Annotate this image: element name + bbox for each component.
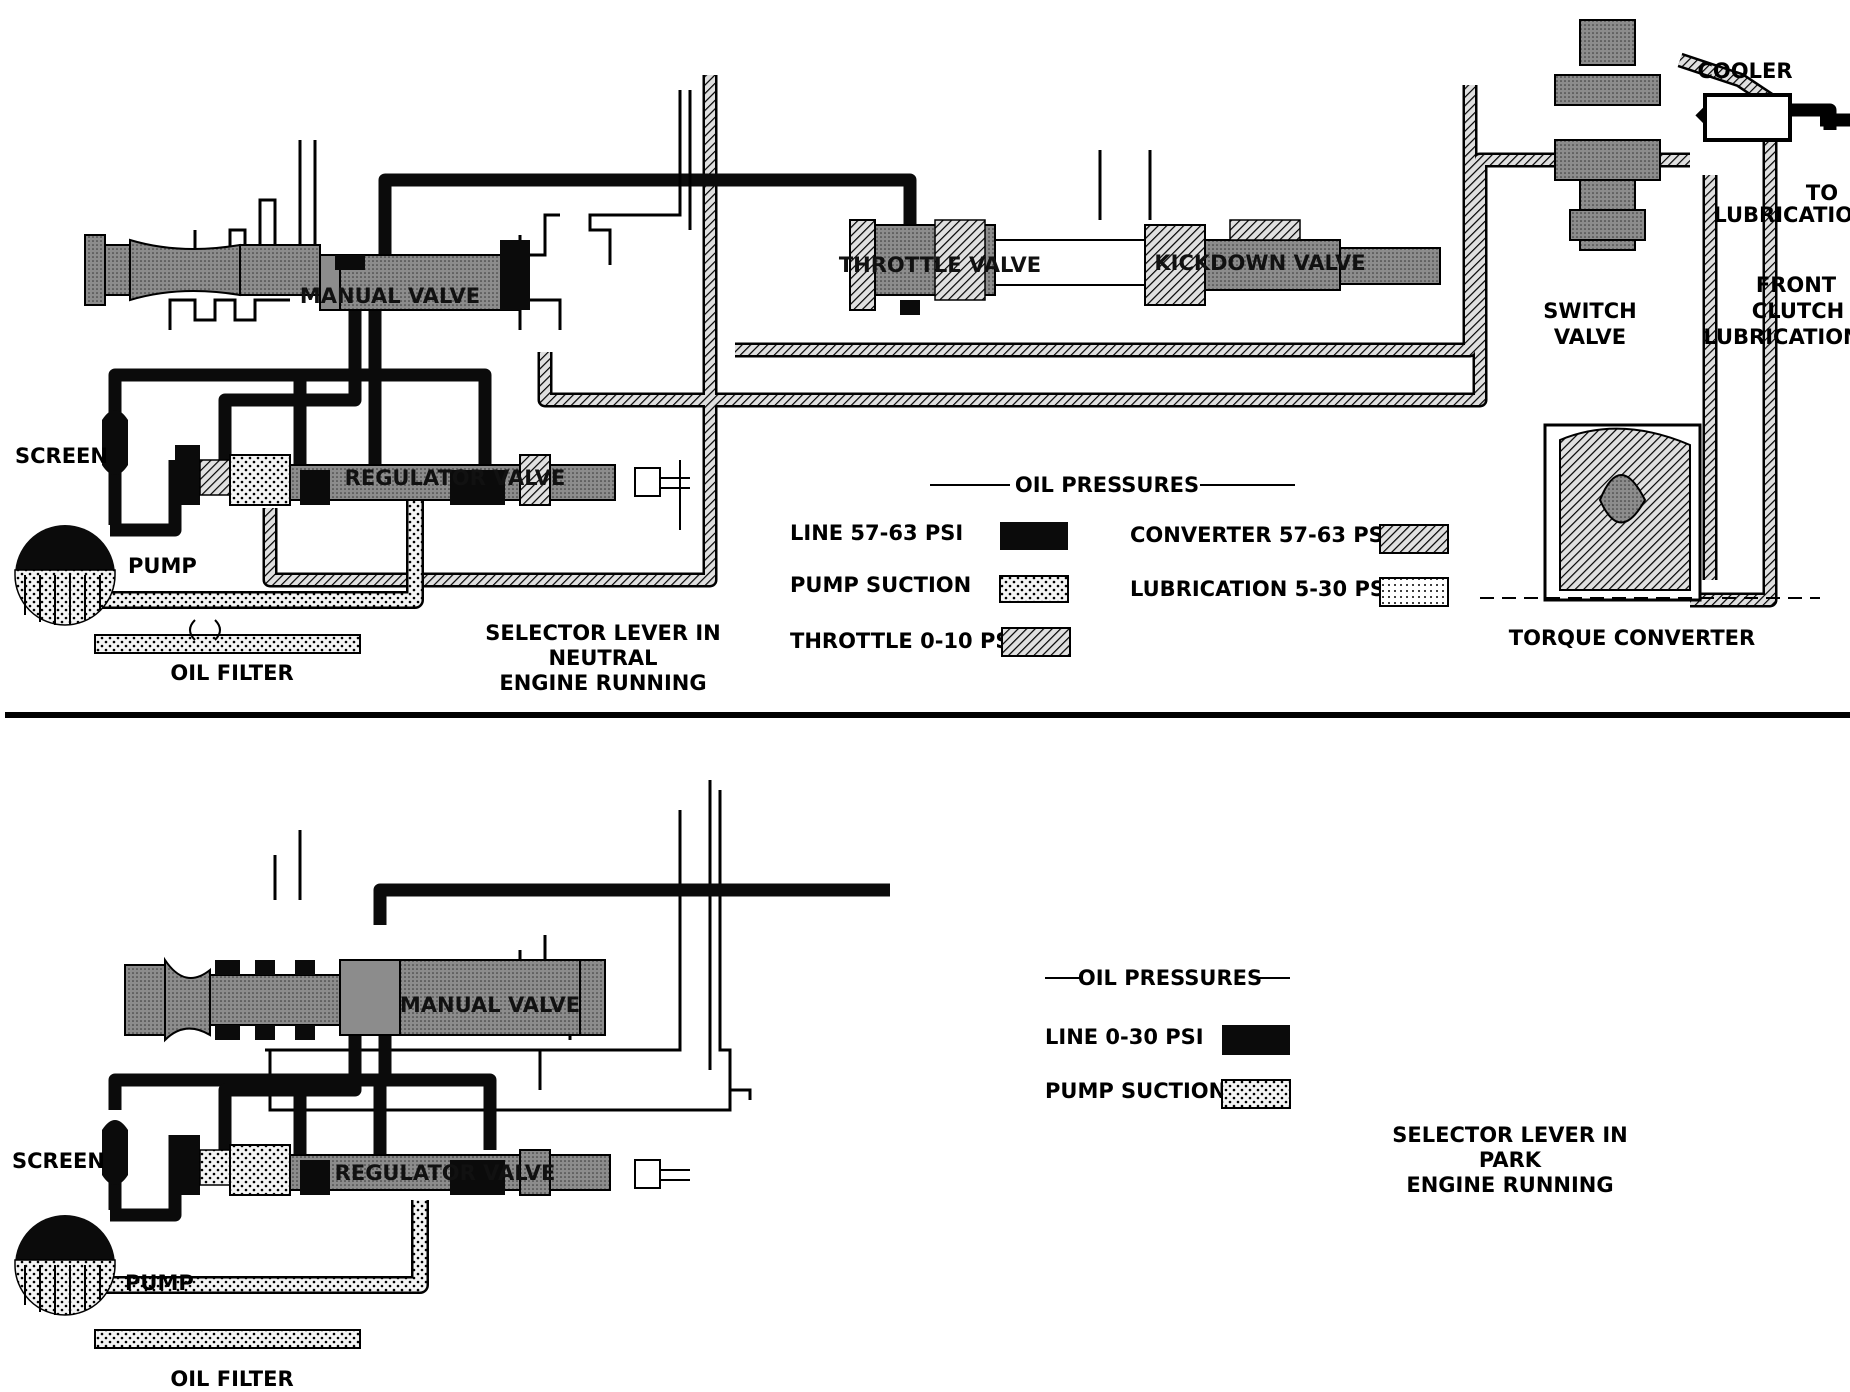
front-clutch-label-1: FRONT xyxy=(1756,273,1837,297)
bottom-regulator-valve xyxy=(175,1135,690,1196)
bottom-diagram: MANUAL VALVE REGULATOR VALVE SCREEN PUMP… xyxy=(12,780,1628,1391)
top-legend-title: OIL PRESSURES xyxy=(1015,473,1199,497)
bottom-manual-valve-label: MANUAL VALVE xyxy=(400,993,580,1017)
kickdown-valve-label: KICKDOWN VALVE xyxy=(1154,251,1365,275)
top-caption: SELECTOR LEVER IN NEUTRAL ENGINE RUNNING xyxy=(485,621,720,695)
bottom-legend-suction-label: PUMP SUCTION xyxy=(1045,1079,1226,1103)
legend-lubrication-label: LUBRICATION 5-30 PSI xyxy=(1130,577,1393,601)
screen xyxy=(102,410,128,475)
bottom-caption-line-2: PARK xyxy=(1479,1148,1542,1172)
bottom-caption: SELECTOR LEVER IN PARK ENGINE RUNNING xyxy=(1392,1123,1627,1197)
bottom-manual-valve-spool xyxy=(124,956,606,1043)
torque-converter-label: TORQUE CONVERTER xyxy=(1509,626,1755,650)
legend-throttle-swatch xyxy=(1001,627,1071,657)
bottom-legend-line-label: LINE 0-30 PSI xyxy=(1045,1025,1204,1049)
cooler xyxy=(1703,93,1792,142)
bottom-legend-title: OIL PRESSURES xyxy=(1078,966,1262,990)
bottom-legend-suction-swatch xyxy=(1221,1079,1291,1109)
front-clutch-label-2: CLUTCH xyxy=(1752,299,1844,323)
manual-valve-spool xyxy=(84,234,530,311)
top-legend: OIL PRESSURES LINE 57-63 PSI PUMP SUCTIO… xyxy=(790,473,1449,657)
section-divider xyxy=(5,712,1850,718)
bottom-legend: OIL PRESSURES LINE 0-30 PSI PUMP SUCTION xyxy=(1045,966,1291,1109)
legend-lubrication-swatch xyxy=(1379,577,1449,607)
regulator-valve xyxy=(175,445,690,530)
throttle-valve-label: THROTTLE VALVE xyxy=(839,253,1041,277)
oil-filter-label: OIL FILTER xyxy=(170,661,293,685)
legend-suction-swatch xyxy=(999,575,1069,603)
top-caption-line-1: SELECTOR LEVER IN xyxy=(485,621,720,645)
legend-throttle-label: THROTTLE 0-10 PSI xyxy=(790,629,1018,653)
legend-converter-label: CONVERTER 57-63 PSI xyxy=(1130,523,1392,547)
legend-line-label: LINE 57-63 PSI xyxy=(790,521,963,545)
bottom-legend-line-swatch xyxy=(1222,1025,1290,1055)
bottom-screen xyxy=(102,1120,128,1185)
bottom-pump-label: PUMP xyxy=(125,1271,194,1295)
pump-label: PUMP xyxy=(128,554,197,578)
bottom-screen-label: SCREEN xyxy=(12,1149,105,1173)
screen-label: SCREEN xyxy=(15,444,108,468)
front-clutch-label-3: LUBRICATION xyxy=(1703,325,1850,349)
to-lubrication-label-2: LUBRICATION xyxy=(1713,203,1850,227)
to-lubrication-label-1: TO xyxy=(1806,181,1838,205)
manual-valve-label: MANUAL VALVE xyxy=(300,284,480,308)
bottom-pump xyxy=(14,1215,116,1316)
bottom-oil-filter-label: OIL FILTER xyxy=(170,1367,293,1391)
switch-valve-label-2: VALVE xyxy=(1554,325,1626,349)
bottom-caption-line-1: SELECTOR LEVER IN xyxy=(1392,1123,1627,1147)
throttle-kickdown-valve xyxy=(849,219,1441,315)
bottom-regulator-valve-label: REGULATOR VALVE xyxy=(335,1161,556,1185)
oil-filter xyxy=(94,634,361,654)
torque-converter xyxy=(1480,423,1820,602)
bottom-caption-line-3: ENGINE RUNNING xyxy=(1406,1173,1613,1197)
top-caption-line-3: ENGINE RUNNING xyxy=(499,671,706,695)
top-caption-line-2: NEUTRAL xyxy=(548,646,657,670)
legend-converter-swatch xyxy=(1379,524,1449,554)
regulator-valve-label: REGULATOR VALVE xyxy=(345,466,566,490)
switch-valve-label-1: SWITCH xyxy=(1543,299,1636,323)
bottom-oil-filter xyxy=(94,1329,361,1349)
cooler-label: COOLER xyxy=(1697,59,1792,83)
legend-suction-label: PUMP SUCTION xyxy=(790,573,971,597)
switch-valve xyxy=(1554,19,1661,251)
top-diagram: MANUAL VALVE THROTTLE VALVE KICKDOWN VAL… xyxy=(14,19,1850,695)
legend-line-swatch xyxy=(1000,522,1068,550)
pump xyxy=(14,525,116,626)
